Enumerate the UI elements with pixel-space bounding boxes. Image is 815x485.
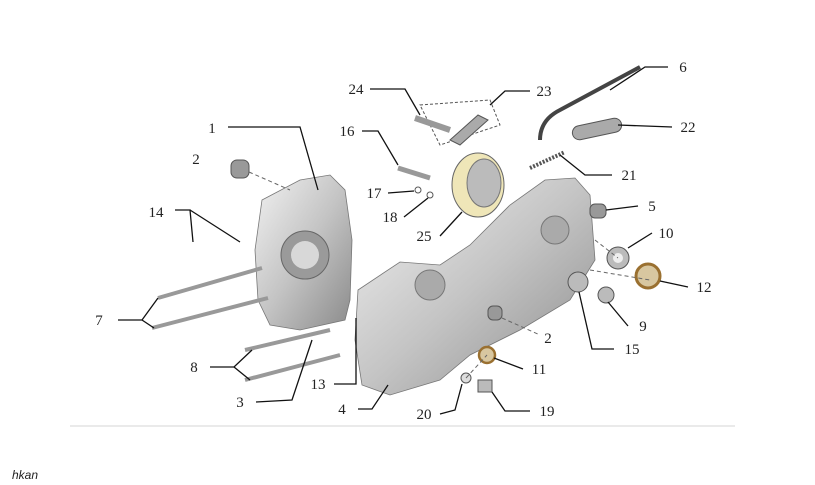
alignment-lines — [248, 171, 651, 379]
leader-line-4 — [358, 384, 389, 410]
callout-2: 2 — [192, 152, 200, 168]
callout-3: 3 — [236, 395, 244, 411]
leader-line-22 — [617, 124, 673, 128]
callout-16: 16 — [340, 124, 356, 140]
callout-17: 17 — [367, 186, 383, 202]
leader-line-23 — [489, 90, 530, 106]
callout-20: 20 — [417, 407, 432, 423]
brake-shoe-inner — [466, 158, 502, 208]
callout-18: 18 — [383, 210, 398, 226]
callout-7: 7 — [95, 313, 103, 329]
spring-21 — [529, 150, 566, 170]
dashed-box-23 — [419, 99, 501, 146]
leader-line-18 — [403, 197, 429, 218]
leader-line-9 — [607, 301, 629, 327]
callout-8: 8 — [190, 360, 198, 376]
right-crankcase-boss-2 — [540, 215, 570, 245]
stud-7a — [157, 266, 263, 300]
leader-lines — [118, 66, 689, 415]
bolt-19 — [477, 379, 493, 393]
leader-line-14 — [189, 209, 241, 243]
leader-line-6 — [609, 66, 668, 91]
stud-8b — [244, 353, 341, 382]
callout-6: 6 — [679, 60, 687, 76]
leader-line-5 — [605, 205, 639, 211]
right-crankcase — [354, 177, 596, 396]
callout-14: 14 — [149, 205, 165, 221]
callout-11: 11 — [532, 362, 546, 378]
leader-line-13 — [334, 318, 357, 385]
leader-line-12 — [659, 280, 689, 288]
callout-21: 21 — [622, 168, 637, 184]
leader-line-19 — [491, 391, 530, 412]
lever-23 — [449, 114, 489, 146]
left-crankcase-bore-inner — [291, 241, 319, 269]
dowel-5 — [589, 203, 607, 219]
leader-line-16 — [362, 130, 399, 166]
leader-line-10 — [627, 232, 653, 249]
callout-2: 2 — [544, 331, 552, 347]
leader-line-1 — [228, 126, 319, 191]
dowel-2 — [230, 159, 250, 179]
leader-line-25 — [439, 211, 463, 237]
leader-line-8 — [210, 349, 253, 368]
parts-group — [151, 65, 662, 396]
callout-4: 4 — [338, 402, 346, 418]
seal-12 — [634, 262, 662, 290]
bearing-9 — [597, 286, 615, 304]
leader-line-11 — [493, 357, 524, 370]
leader-line-3 — [255, 339, 313, 403]
leader-line-14 — [175, 209, 194, 243]
bearing-15 — [567, 271, 589, 293]
hose-22 — [571, 117, 623, 141]
callout-9: 9 — [639, 319, 647, 335]
callout-24: 24 — [349, 82, 365, 98]
leader-line-21 — [559, 154, 612, 176]
pin-16 — [397, 165, 431, 181]
callout-22: 22 — [681, 120, 696, 136]
callout-12: 12 — [697, 280, 712, 296]
callout-1: 1 — [208, 121, 216, 137]
clip-17 — [414, 186, 422, 194]
leader-line-20 — [439, 383, 463, 415]
callout-13: 13 — [311, 377, 326, 393]
shaft-24 — [414, 115, 451, 133]
right-crankcase-boss — [414, 269, 446, 301]
callout-10: 10 — [659, 226, 674, 242]
caption: hkan — [12, 468, 39, 482]
cable-6 — [538, 65, 641, 141]
leader-line-15 — [578, 291, 614, 350]
leader-line-8 — [233, 366, 251, 381]
stud-7b — [151, 296, 269, 330]
leader-line-17 — [387, 190, 415, 194]
callout-23: 23 — [537, 84, 552, 100]
leader-line-7 — [118, 297, 159, 321]
stud-8a — [244, 328, 331, 352]
callout-5: 5 — [648, 199, 656, 215]
leader-line-7 — [141, 319, 155, 329]
callout-19: 19 — [540, 404, 555, 420]
washer-18 — [426, 191, 434, 199]
dowel-2b — [487, 305, 503, 321]
leader-line-24 — [370, 88, 421, 116]
callout-15: 15 — [625, 342, 640, 358]
callout-25: 25 — [417, 229, 432, 245]
